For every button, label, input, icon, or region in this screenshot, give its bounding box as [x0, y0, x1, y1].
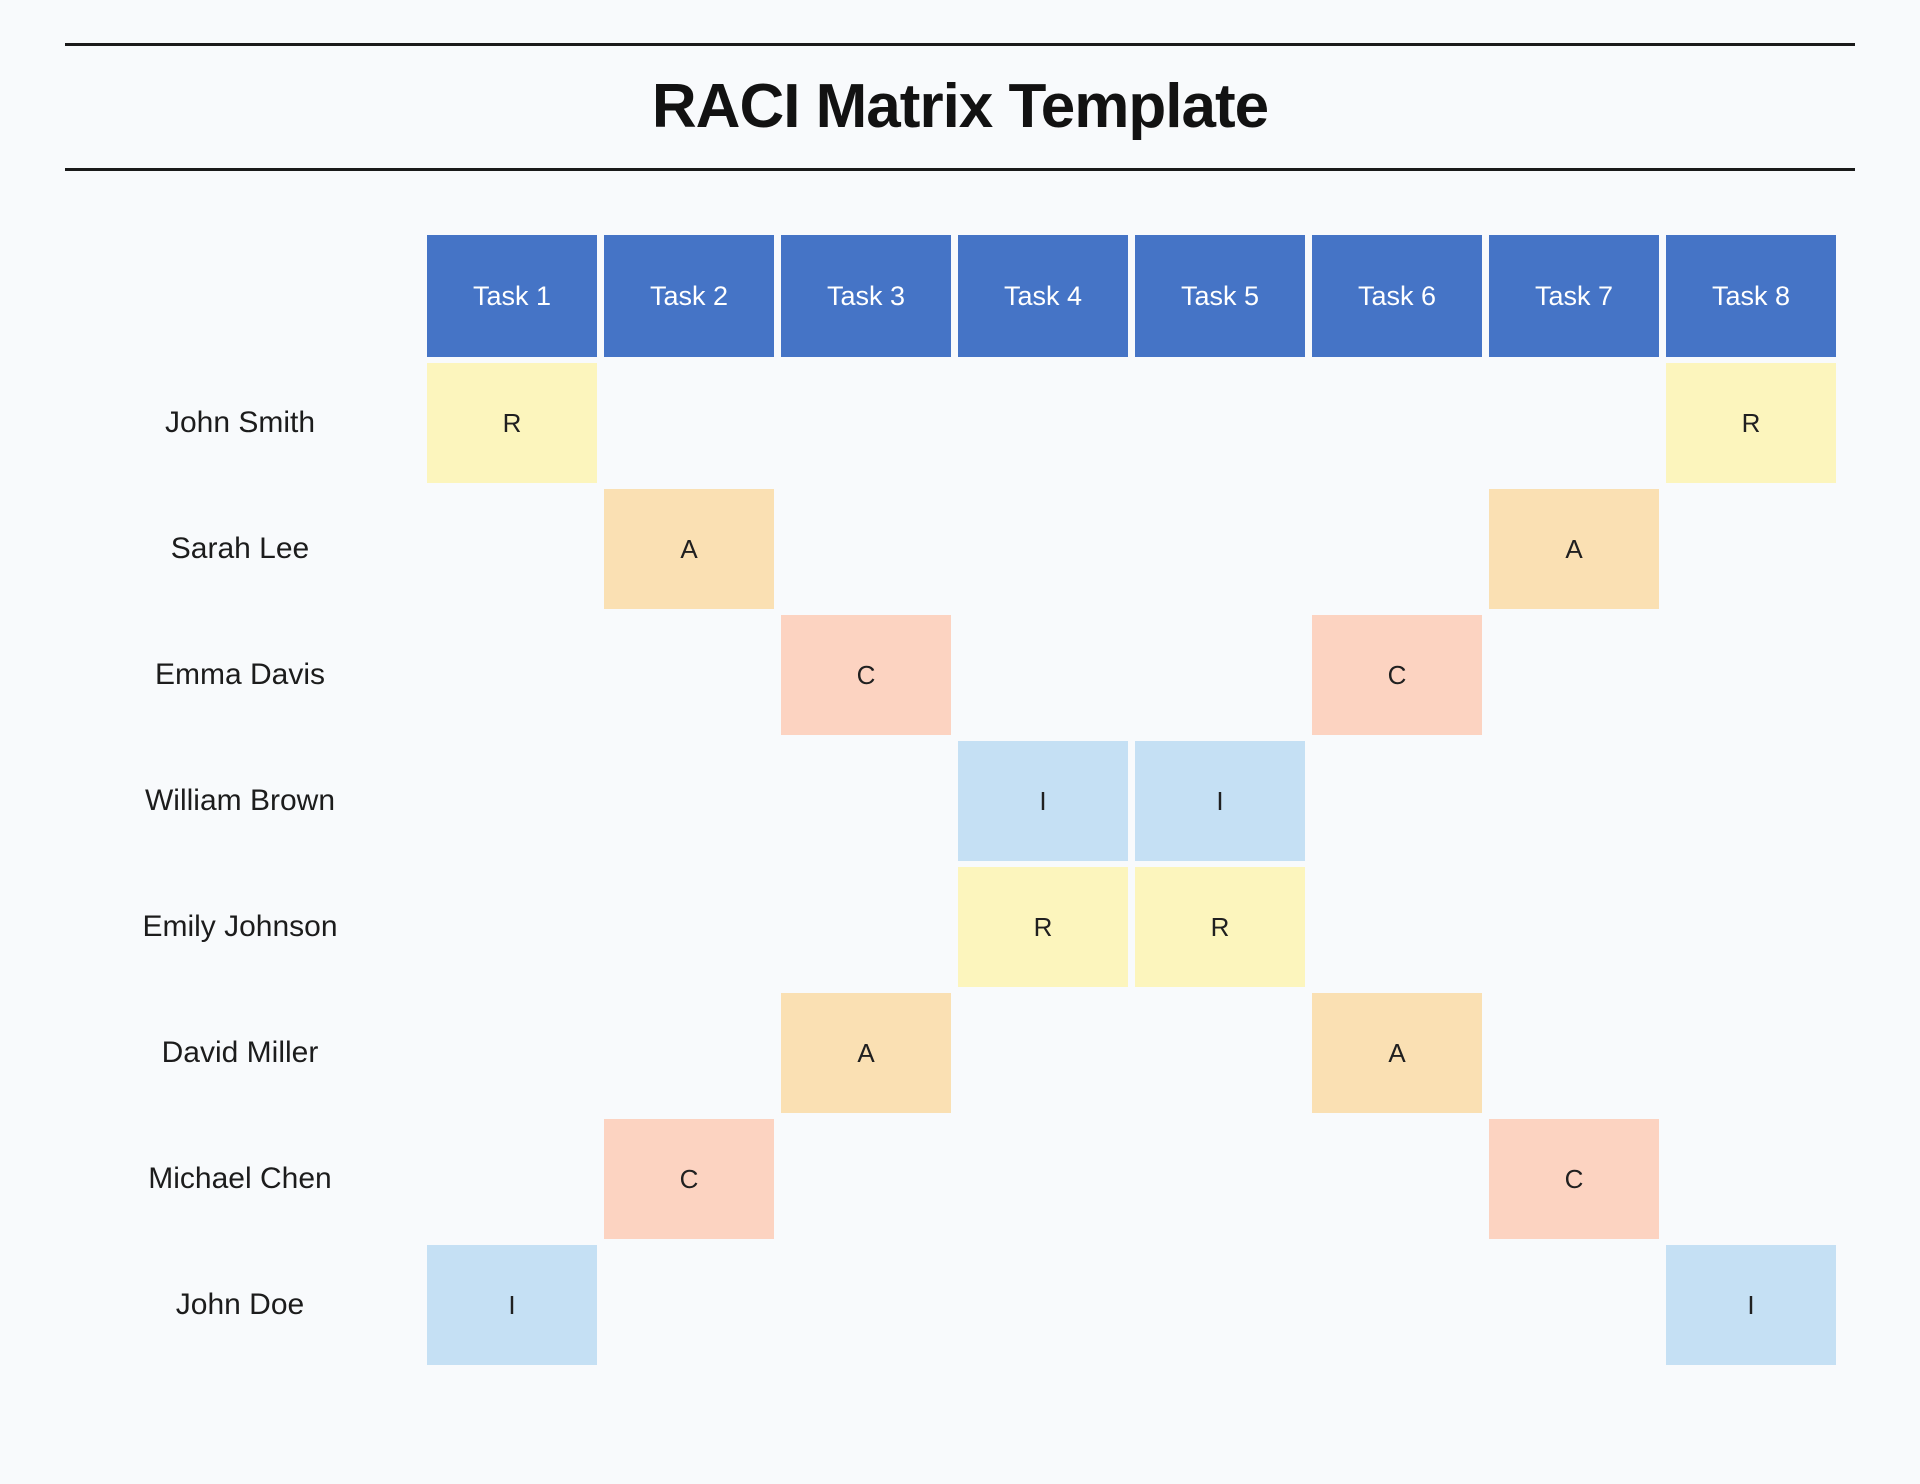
- top-rule: [65, 43, 1855, 46]
- task-header-3: Task 3: [781, 235, 951, 357]
- raci-cell: [1312, 1119, 1482, 1239]
- person-label: Emma Davis: [154, 658, 326, 691]
- raci-cell: [781, 1245, 951, 1365]
- raci-cell: [1312, 741, 1482, 861]
- raci-cell: [1135, 1119, 1305, 1239]
- raci-cell: R: [1666, 363, 1836, 483]
- raci-cell: [1135, 615, 1305, 735]
- page-title: RACI Matrix Template: [651, 72, 1269, 141]
- person-label: Michael Chen: [148, 1162, 332, 1195]
- raci-cell: [604, 1245, 774, 1365]
- raci-cell: [781, 741, 951, 861]
- raci-cell: [604, 993, 774, 1113]
- raci-cell: [604, 363, 774, 483]
- raci-cell: [958, 1245, 1128, 1365]
- task-header-1: Task 1: [427, 235, 597, 357]
- raci-cell: [1489, 741, 1659, 861]
- raci-cell: C: [1312, 615, 1482, 735]
- raci-cell: [958, 489, 1128, 609]
- raci-cell: [1135, 489, 1305, 609]
- raci-cell: [427, 867, 597, 987]
- raci-cell: [958, 1119, 1128, 1239]
- raci-cell: I: [427, 1245, 597, 1365]
- matrix-corner-spacer: [60, 235, 420, 357]
- raci-cell: [1489, 993, 1659, 1113]
- raci-cell: [604, 615, 774, 735]
- raci-cell: [1666, 489, 1836, 609]
- raci-cell: [427, 993, 597, 1113]
- raci-cell: [427, 489, 597, 609]
- person-label: Sarah Lee: [170, 532, 310, 565]
- raci-cell: [427, 741, 597, 861]
- raci-cell: [1666, 615, 1836, 735]
- raci-matrix: Task 1 Task 2 Task 3 Task 4 Task 5 Task …: [60, 235, 1836, 1365]
- raci-cell: R: [427, 363, 597, 483]
- raci-cell: [1666, 741, 1836, 861]
- raci-cell: [427, 1119, 597, 1239]
- raci-cell: I: [958, 741, 1128, 861]
- raci-cell: C: [1489, 1119, 1659, 1239]
- raci-cell: A: [781, 993, 951, 1113]
- raci-cell: A: [1489, 489, 1659, 609]
- raci-cell: [958, 993, 1128, 1113]
- raci-cell: [1312, 489, 1482, 609]
- task-header-8: Task 8: [1666, 235, 1836, 357]
- raci-cell: A: [1312, 993, 1482, 1113]
- raci-cell: [958, 615, 1128, 735]
- task-header-5: Task 5: [1135, 235, 1305, 357]
- raci-cell: [1312, 363, 1482, 483]
- raci-cell: [1135, 993, 1305, 1113]
- task-header-6: Task 6: [1312, 235, 1482, 357]
- raci-cell: [781, 1119, 951, 1239]
- raci-cell: [1489, 1245, 1659, 1365]
- raci-cell: [1489, 867, 1659, 987]
- raci-cell: [781, 489, 951, 609]
- raci-cell: C: [604, 1119, 774, 1239]
- raci-cell: C: [781, 615, 951, 735]
- raci-cell: [1135, 363, 1305, 483]
- raci-cell: [604, 867, 774, 987]
- raci-cell: [1312, 1245, 1482, 1365]
- raci-cell: [1666, 993, 1836, 1113]
- raci-cell: [1489, 615, 1659, 735]
- raci-cell: R: [1135, 867, 1305, 987]
- raci-cell: [1489, 363, 1659, 483]
- task-header-4: Task 4: [958, 235, 1128, 357]
- raci-cell: [1666, 1119, 1836, 1239]
- raci-cell: [604, 741, 774, 861]
- task-header-7: Task 7: [1489, 235, 1659, 357]
- raci-cell: [958, 363, 1128, 483]
- task-header-2: Task 2: [604, 235, 774, 357]
- person-label: David Miller: [161, 1036, 319, 1069]
- raci-cell: [1135, 1245, 1305, 1365]
- person-label: John Doe: [175, 1288, 305, 1321]
- title-bottom-rule: [65, 168, 1855, 171]
- raci-cell: [1312, 867, 1482, 987]
- person-label: John Smith: [164, 406, 316, 439]
- raci-cell: I: [1135, 741, 1305, 861]
- raci-cell: I: [1666, 1245, 1836, 1365]
- raci-cell: [781, 867, 951, 987]
- raci-cell: [781, 363, 951, 483]
- raci-cell: [1666, 867, 1836, 987]
- raci-cell: [427, 615, 597, 735]
- raci-cell: A: [604, 489, 774, 609]
- raci-cell: R: [958, 867, 1128, 987]
- person-label: William Brown: [144, 784, 336, 817]
- person-label: Emily Johnson: [142, 910, 338, 943]
